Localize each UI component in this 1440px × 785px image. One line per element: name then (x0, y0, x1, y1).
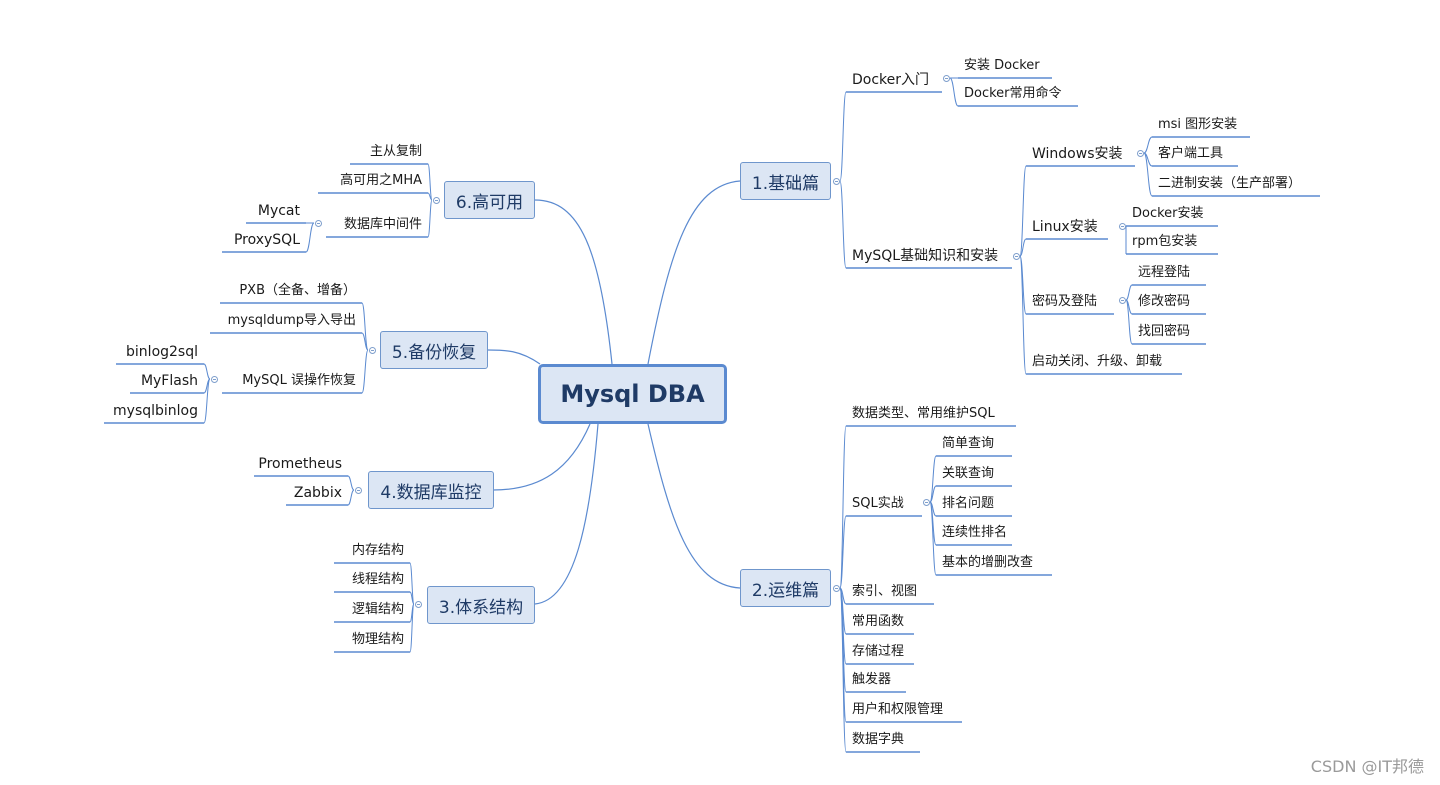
branch-monitoring[interactable]: 4.数据库监控 (368, 471, 494, 509)
node-recover-password[interactable]: 找回密码 (1138, 324, 1191, 339)
collapse-icon[interactable] (832, 584, 840, 592)
node-simple-query[interactable]: 简单查询 (942, 436, 995, 451)
node-crud[interactable]: 基本的增删改查 (942, 555, 1034, 570)
node-docker-commands[interactable]: Docker常用命令 (964, 86, 1062, 101)
collapse-icon[interactable] (210, 375, 218, 383)
node-sql-practice[interactable]: SQL实战 (852, 496, 904, 511)
node-change-password[interactable]: 修改密码 (1138, 294, 1191, 309)
node-misoperation-recovery[interactable]: MySQL 误操作恢复 (242, 373, 356, 388)
node-dictionary[interactable]: 数据字典 (852, 732, 905, 747)
node-prometheus[interactable]: Prometheus (258, 456, 342, 472)
collapse-icon[interactable] (1118, 222, 1126, 230)
node-functions[interactable]: 常用函数 (852, 614, 905, 629)
node-join-query[interactable]: 关联查询 (942, 466, 995, 481)
node-docker-intro[interactable]: Docker入门 (852, 72, 930, 88)
collapse-icon[interactable] (1118, 296, 1126, 304)
node-msi-install[interactable]: msi 图形安装 (1158, 117, 1238, 132)
node-permissions[interactable]: 用户和权限管理 (852, 702, 944, 717)
node-mysqlbinlog[interactable]: mysqlbinlog (113, 403, 198, 419)
node-pxb[interactable]: PXB（全备、增备） (239, 283, 356, 298)
branch-architecture[interactable]: 3.体系结构 (427, 586, 535, 624)
collapse-icon[interactable] (1136, 149, 1144, 157)
node-linux-install[interactable]: Linux安装 (1032, 219, 1098, 235)
collapse-icon[interactable] (922, 498, 930, 506)
node-physical[interactable]: 物理结构 (351, 632, 404, 647)
root-topic[interactable]: Mysql DBA (538, 364, 727, 424)
node-myflash[interactable]: MyFlash (140, 373, 198, 389)
collapse-icon[interactable] (942, 74, 950, 82)
node-mha[interactable]: 高可用之MHA (340, 173, 422, 188)
node-mycat[interactable]: Mycat (257, 203, 300, 219)
node-mysql-basics[interactable]: MySQL基础知识和安装 (852, 248, 999, 264)
node-db-middleware[interactable]: 数据库中间件 (343, 217, 422, 232)
branch-backup[interactable]: 5.备份恢复 (380, 331, 488, 369)
node-ranking[interactable]: 排名问题 (942, 496, 995, 511)
branch-high-availability[interactable]: 6.高可用 (444, 181, 535, 219)
node-master-slave[interactable]: 主从复制 (369, 144, 422, 159)
node-mysqldump[interactable]: mysqldump导入导出 (227, 313, 356, 328)
node-procedures[interactable]: 存储过程 (852, 644, 905, 659)
collapse-icon[interactable] (368, 346, 376, 354)
collapse-icon[interactable] (314, 219, 322, 227)
node-binary-install[interactable]: 二进制安装（生产部署） (1158, 176, 1302, 191)
collapse-icon[interactable] (432, 196, 440, 204)
node-datatypes[interactable]: 数据类型、常用维护SQL (852, 406, 995, 421)
node-docker-install-linux[interactable]: Docker安装 (1132, 206, 1204, 221)
node-thread[interactable]: 线程结构 (351, 572, 404, 587)
node-memory[interactable]: 内存结构 (351, 543, 404, 558)
node-logical[interactable]: 逻辑结构 (351, 602, 404, 617)
node-start-stop[interactable]: 启动关闭、升级、卸载 (1032, 354, 1163, 369)
collapse-icon[interactable] (354, 486, 362, 494)
watermark: CSDN @IT邦德 (1310, 757, 1424, 776)
node-consecutive-ranking[interactable]: 连续性排名 (942, 525, 1008, 540)
collapse-icon[interactable] (414, 600, 422, 608)
node-docker-install[interactable]: 安装 Docker (964, 58, 1040, 73)
collapse-icon[interactable] (1012, 252, 1020, 260)
node-zabbix[interactable]: Zabbix (293, 485, 342, 501)
node-triggers[interactable]: 触发器 (852, 672, 892, 687)
node-client-tools[interactable]: 客户端工具 (1158, 146, 1224, 161)
branch-operations[interactable]: 2.运维篇 (740, 569, 831, 607)
node-rpm-install[interactable]: rpm包安装 (1132, 234, 1198, 249)
node-index-view[interactable]: 索引、视图 (852, 584, 918, 599)
node-windows-install[interactable]: Windows安装 (1032, 146, 1123, 162)
node-remote-login[interactable]: 远程登陆 (1138, 265, 1191, 280)
collapse-icon[interactable] (832, 177, 840, 185)
node-proxysql[interactable]: ProxySQL (233, 232, 300, 248)
branch-basics[interactable]: 1.基础篇 (740, 162, 831, 200)
node-binlog2sql[interactable]: binlog2sql (126, 344, 198, 360)
node-password-login[interactable]: 密码及登陆 (1032, 294, 1098, 309)
